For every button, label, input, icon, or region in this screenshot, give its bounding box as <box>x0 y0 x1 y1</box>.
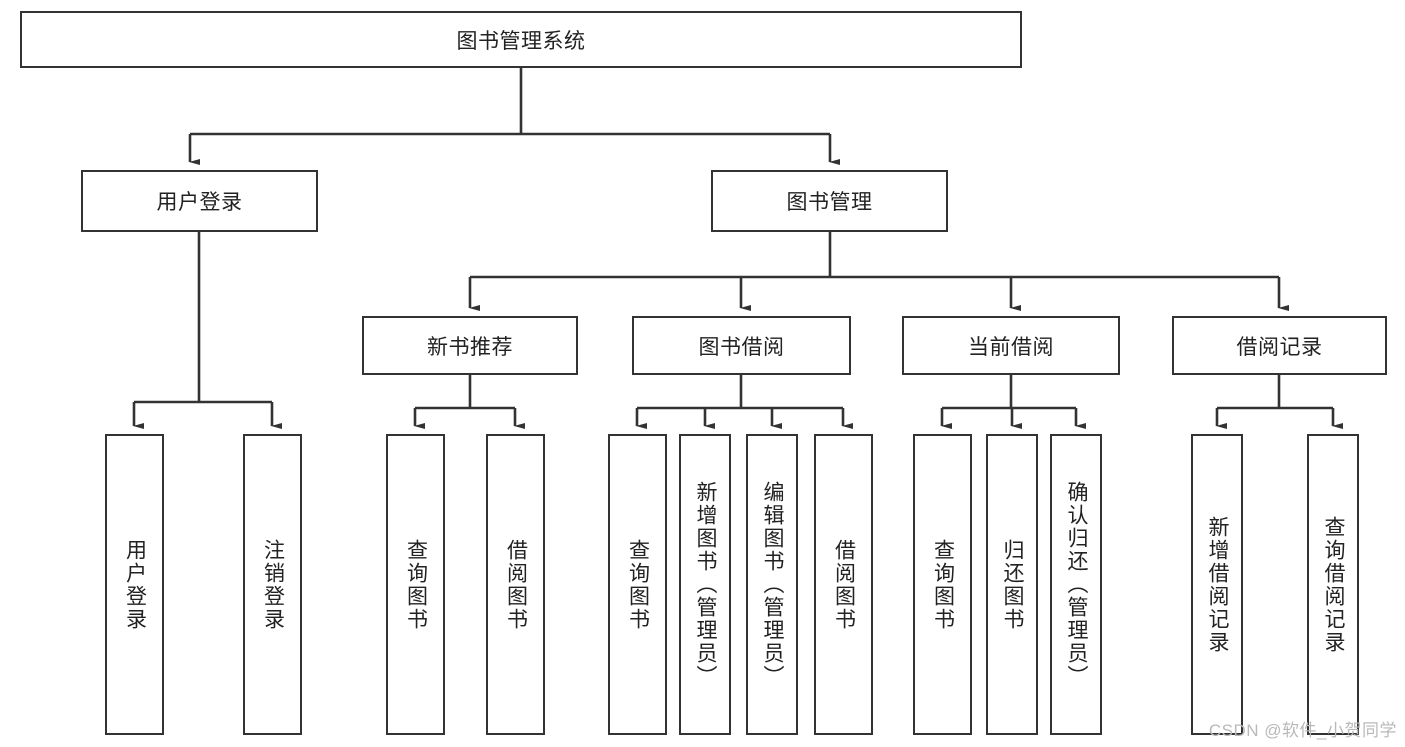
node-label: 确认归还（管理员） <box>1065 481 1089 688</box>
node-label: 新书推荐 <box>427 335 513 359</box>
node-label: 图书管理系统 <box>456 29 586 53</box>
leaf-confirm-return-admin[interactable]: 确认归还（管理员） <box>1050 434 1102 735</box>
node-label: 用户登录 <box>156 191 243 214</box>
node-label: 借阅记录 <box>1236 335 1323 359</box>
node-new-book-recommend[interactable]: 新书推荐 <box>362 316 578 375</box>
node-label: 编辑图书（管理员） <box>761 481 785 688</box>
node-label: 新增借阅记录 <box>1206 515 1230 654</box>
leaf-query-book-current[interactable]: 查询图书 <box>913 434 972 735</box>
leaf-edit-book-admin[interactable]: 编辑图书（管理员） <box>746 434 798 735</box>
leaf-logout[interactable]: 注销登录 <box>243 434 302 735</box>
node-label: 借阅图书 <box>832 538 856 631</box>
leaf-add-borrow-record[interactable]: 新增借阅记录 <box>1191 434 1243 735</box>
node-user-login[interactable]: 用户登录 <box>81 170 318 232</box>
leaf-borrow-book-recommend[interactable]: 借阅图书 <box>486 434 545 735</box>
node-label: 新增图书（管理员） <box>694 481 718 688</box>
node-book-management[interactable]: 图书管理 <box>711 170 948 232</box>
leaf-return-book[interactable]: 归还图书 <box>986 434 1038 735</box>
node-label: 图书管理 <box>786 191 873 214</box>
node-root-system[interactable]: 图书管理系统 <box>20 11 1022 68</box>
node-label: 当前借阅 <box>968 335 1054 359</box>
node-label: 归还图书 <box>1001 538 1025 631</box>
node-book-borrow[interactable]: 图书借阅 <box>632 316 851 375</box>
leaf-user-login[interactable]: 用户登录 <box>105 434 164 735</box>
node-label: 查询图书 <box>626 538 650 631</box>
node-label: 注销登录 <box>261 538 285 631</box>
node-label: 查询借阅记录 <box>1322 515 1346 654</box>
leaf-query-borrow-record[interactable]: 查询借阅记录 <box>1307 434 1359 735</box>
node-label: 查询图书 <box>404 538 428 631</box>
node-label: 用户登录 <box>123 538 147 631</box>
leaf-add-book-admin[interactable]: 新增图书（管理员） <box>679 434 731 735</box>
watermark: CSDN @软件_小贺同学 <box>1208 721 1397 740</box>
node-label: 图书借阅 <box>698 335 785 359</box>
node-current-borrow[interactable]: 当前借阅 <box>902 316 1120 375</box>
leaf-borrow-book[interactable]: 借阅图书 <box>814 434 873 735</box>
node-label: 查询图书 <box>931 538 955 631</box>
leaf-query-book-recommend[interactable]: 查询图书 <box>386 434 445 735</box>
node-borrow-record[interactable]: 借阅记录 <box>1172 316 1387 375</box>
leaf-query-book-borrow[interactable]: 查询图书 <box>608 434 667 735</box>
node-label: 借阅图书 <box>504 538 528 631</box>
